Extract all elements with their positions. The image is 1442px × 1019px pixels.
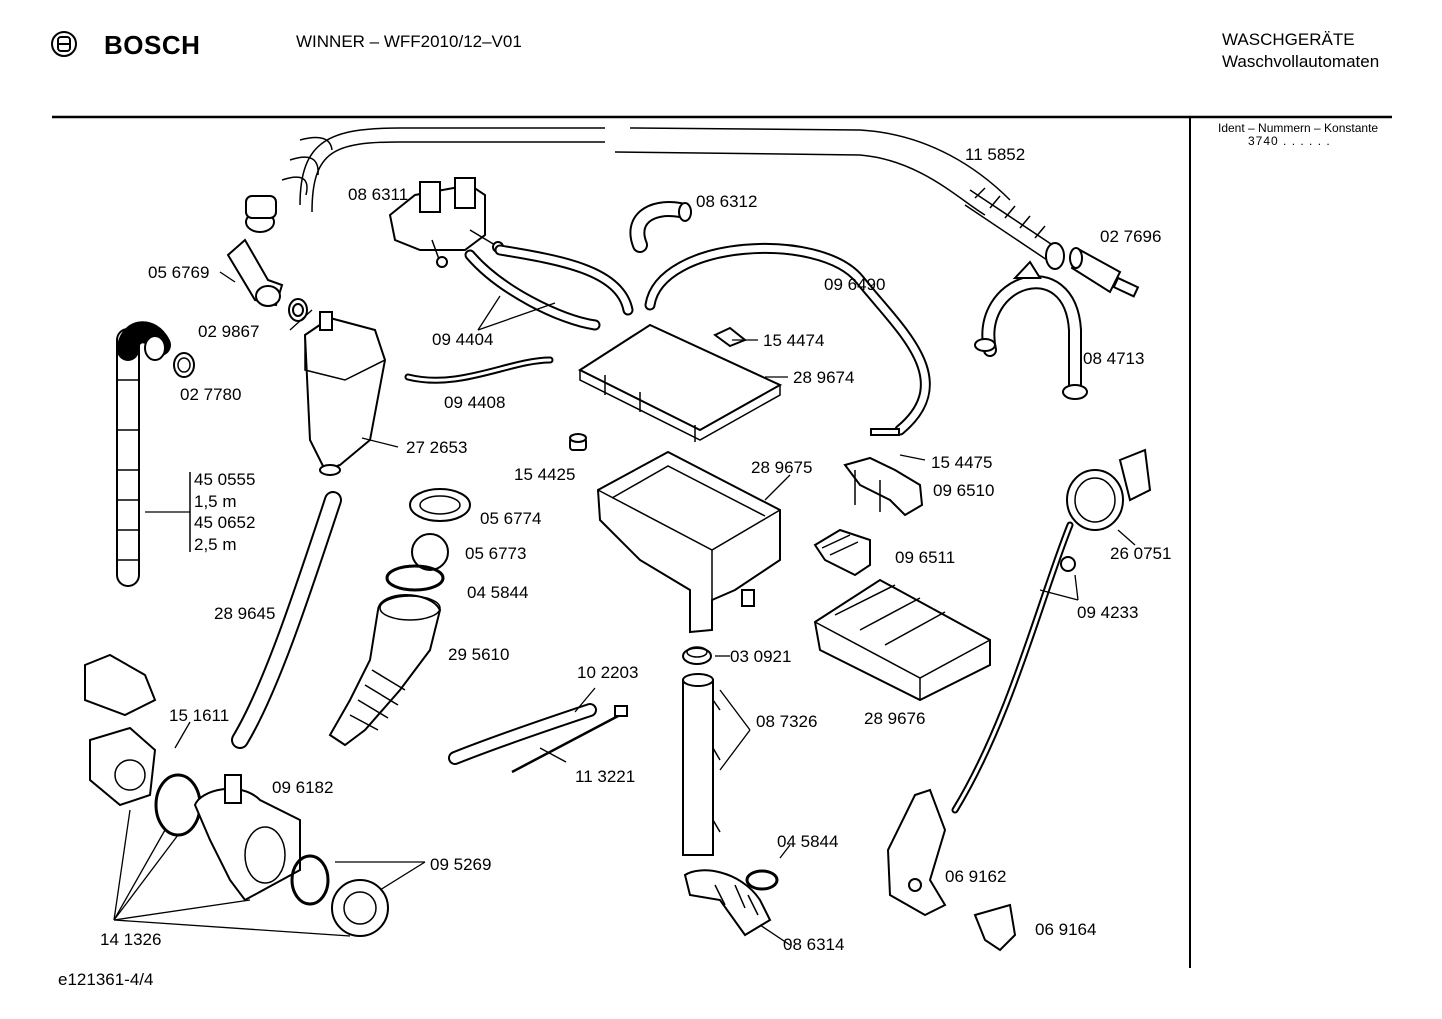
part-label: 1,5 m	[194, 492, 237, 511]
detergent-drawer-drawing	[813, 578, 991, 702]
part-label: 15 4425	[514, 465, 576, 484]
part-label: 14 1326	[100, 930, 162, 949]
part-label: 09 4233	[1077, 603, 1139, 622]
valve-hoses-drawing	[464, 244, 634, 331]
part-label: 09 6490	[824, 275, 886, 294]
part-label: 08 7326	[756, 712, 818, 731]
part-label: 09 6511	[895, 548, 956, 567]
model-title: WINNER – WFF2010/12–V01	[296, 32, 522, 51]
drain-hose-drawing	[116, 321, 195, 587]
vertical-hose-drawing	[231, 491, 342, 749]
part-label: 05 6773	[465, 544, 527, 563]
drain-pump-drawing	[84, 653, 389, 937]
part-label: 09 4404	[432, 330, 494, 349]
part-label: 02 7696	[1100, 227, 1162, 246]
part-label: 28 9676	[864, 709, 926, 728]
inlet-hose-drawing	[245, 127, 1065, 270]
part-label: 08 6312	[696, 192, 758, 211]
small-clip-drawing	[973, 903, 1017, 952]
pump-bellows-drawing	[328, 488, 471, 747]
part-label: 08 6314	[783, 935, 845, 954]
part-label: 45 0555	[194, 470, 256, 489]
part-label: 08 6311	[348, 185, 409, 204]
document-id: e121361-4/4	[58, 970, 154, 989]
inlet-elbow-drawing	[226, 238, 308, 322]
part-label: 28 9674	[793, 368, 855, 387]
part-label: 45 0652	[194, 513, 256, 532]
part-label: 04 5844	[467, 583, 529, 602]
ident-label: Ident – Nummern – Konstante	[1218, 121, 1379, 135]
small-hose-and-wire-drawing	[448, 703, 628, 774]
short-hose-drawing	[404, 356, 554, 384]
part-label: 27 2653	[406, 438, 468, 457]
elbow-hose-drawing	[629, 201, 692, 253]
part-label: 02 7780	[180, 385, 242, 404]
part-label: 09 5269	[430, 855, 492, 874]
part-label: 03 0921	[730, 647, 792, 666]
part-label: 09 6182	[272, 778, 334, 797]
hose-bracket-drawing	[974, 260, 1088, 400]
bosch-logo-icon	[51, 31, 77, 57]
detergent-tray-drawing	[596, 450, 781, 634]
part-label: 15 4475	[931, 453, 993, 472]
small-fitting-drawing	[569, 433, 587, 451]
pressure-switch-drawing	[1060, 448, 1152, 572]
ident-value: 3740 . . . . . .	[1248, 134, 1331, 148]
leader-lines	[113, 271, 1136, 946]
part-label: 06 9162	[945, 867, 1007, 886]
pressure-hose-drawing	[951, 521, 1074, 814]
soap-reservoir-drawing	[303, 311, 387, 476]
part-label: 09 6510	[933, 481, 995, 500]
hose-plug-drawing	[1069, 247, 1140, 298]
part-label: 15 1611	[169, 706, 230, 725]
part-label: 2,5 m	[194, 535, 237, 554]
long-hose-drawing	[644, 242, 931, 436]
part-label: 08 4713	[1083, 349, 1145, 368]
part-label: 05 6769	[148, 263, 210, 282]
part-label: 15 4474	[763, 331, 825, 350]
category-title: WASCHGERÄTE	[1222, 30, 1355, 49]
switch-bracket-drawing	[886, 788, 947, 917]
part-label: 26 0751	[1110, 544, 1172, 563]
part-label: 28 9675	[751, 458, 813, 477]
part-label: 05 6774	[480, 509, 542, 528]
part-label: 29 5610	[448, 645, 510, 664]
part-label: 10 2203	[577, 663, 639, 682]
sump-pipe-drawing	[682, 646, 779, 937]
brand-name: BOSCH	[104, 30, 201, 60]
part-label: 06 9164	[1035, 920, 1097, 939]
part-label: 04 5844	[777, 832, 839, 851]
part-label: 28 9645	[214, 604, 276, 623]
part-label: 09 4408	[444, 393, 506, 412]
drawer-parts-drawing	[813, 456, 924, 577]
part-label: 11 3221	[575, 767, 636, 786]
part-label: 11 5852	[965, 145, 1026, 164]
part-label: 02 9867	[198, 322, 260, 341]
dispenser-lid-drawing	[577, 323, 783, 442]
subcategory-title: Waschvollautomaten	[1222, 52, 1380, 71]
